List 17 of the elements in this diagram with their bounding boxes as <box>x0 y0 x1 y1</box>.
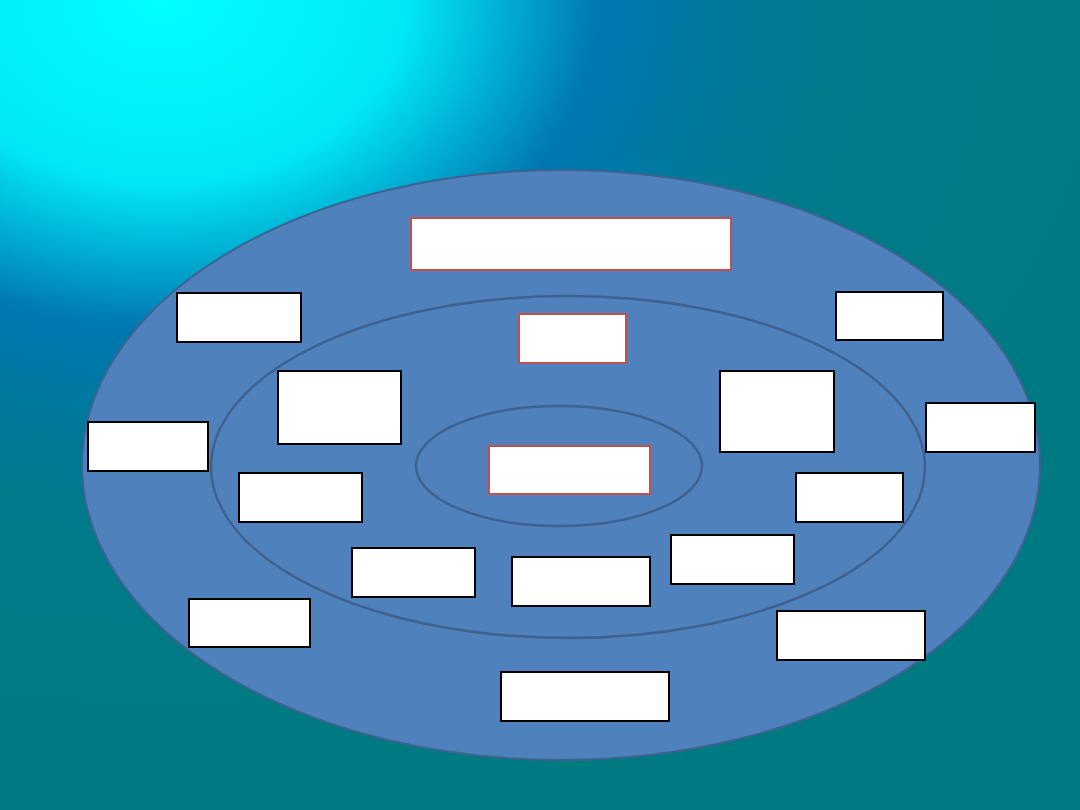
text-box <box>518 313 627 364</box>
text-box <box>176 292 302 343</box>
text-box <box>835 291 944 341</box>
text-box <box>351 547 476 598</box>
text-box <box>410 217 732 271</box>
text-box <box>500 671 670 722</box>
text-box <box>795 472 904 523</box>
text-box <box>87 421 209 472</box>
text-box <box>719 370 835 453</box>
text-box <box>511 556 651 607</box>
text-box <box>925 402 1036 453</box>
text-box <box>277 370 402 445</box>
text-box <box>776 610 926 661</box>
text-box <box>488 445 651 495</box>
text-box <box>670 534 795 585</box>
text-box <box>238 472 363 523</box>
text-box <box>188 598 311 648</box>
